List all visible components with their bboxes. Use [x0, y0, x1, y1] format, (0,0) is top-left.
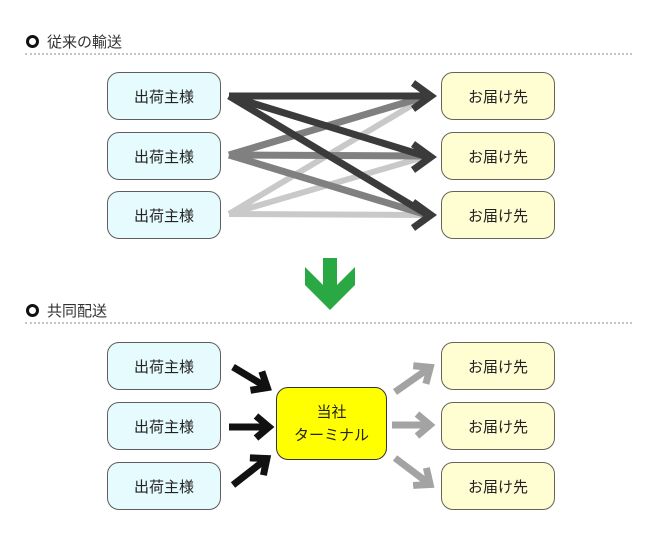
- shipper-box: 出荷主様: [107, 132, 221, 180]
- shipper-box: 出荷主様: [107, 462, 221, 510]
- hub-terminal-box: 当社 ターミナル: [276, 387, 387, 460]
- destination-label: お届け先: [467, 87, 528, 106]
- outbound-arrow-icon: [392, 362, 435, 395]
- arrowhead-dest2-icon: [410, 141, 437, 173]
- inbound-arrow-icon: [231, 363, 272, 394]
- destination-box: お届け先: [441, 191, 555, 239]
- route-shipper1-to-dest2: [227, 92, 430, 161]
- destination-label: お届け先: [467, 206, 528, 225]
- destination-box: お届け先: [441, 462, 555, 510]
- destination-label: お届け先: [467, 477, 528, 496]
- hub-label-line1: 当社: [316, 402, 347, 421]
- shipper-label: 出荷主様: [133, 87, 194, 106]
- section-divider: [25, 322, 632, 324]
- outbound-arrow-icon: [392, 411, 436, 439]
- inbound-arrow-icon: [229, 413, 275, 441]
- destination-label: お届け先: [467, 147, 528, 166]
- shipper-box: 出荷主様: [107, 342, 221, 390]
- shipper-label: 出荷主様: [133, 357, 194, 376]
- shipper-label: 出荷主様: [133, 147, 194, 166]
- destination-box: お届け先: [441, 342, 555, 390]
- shipper-label: 出荷主様: [133, 477, 194, 496]
- route-shipper3-to-dest3: [228, 211, 425, 218]
- route-shipper2-to-dest3: [227, 151, 426, 218]
- ring-bullet-icon: [26, 303, 39, 317]
- section-title: 従来の輸送: [47, 32, 123, 51]
- ring-bullet-icon: [26, 34, 39, 48]
- shipper-box: 出荷主様: [107, 402, 221, 450]
- transition-arrow-shape: [305, 258, 355, 310]
- shipper-label: 出荷主様: [133, 417, 194, 436]
- shipper-box: 出荷主様: [107, 191, 221, 239]
- shipper-label: 出荷主様: [133, 206, 194, 225]
- hub-label-line2: ターミナル: [293, 425, 369, 444]
- destination-label: お届け先: [467, 357, 528, 376]
- section-title: 共同配送: [47, 301, 108, 320]
- outbound-arrow-icon: [392, 455, 435, 489]
- route-shipper1-to-dest3: [227, 92, 430, 219]
- destination-box: お届け先: [441, 402, 555, 450]
- destination-label: お届け先: [467, 417, 528, 436]
- shipper-box: 出荷主様: [107, 72, 221, 120]
- inbound-arrow-icon: [230, 454, 272, 488]
- destination-box: お届け先: [441, 72, 555, 120]
- section-divider: [25, 53, 632, 55]
- destination-box: お届け先: [441, 132, 555, 180]
- arrowhead-dest1-icon: [410, 80, 437, 112]
- arrowhead-dest3-icon: [410, 199, 437, 231]
- section-heading-conventional: 従来の輸送: [26, 31, 122, 51]
- section-heading-joint: 共同配送: [26, 300, 107, 320]
